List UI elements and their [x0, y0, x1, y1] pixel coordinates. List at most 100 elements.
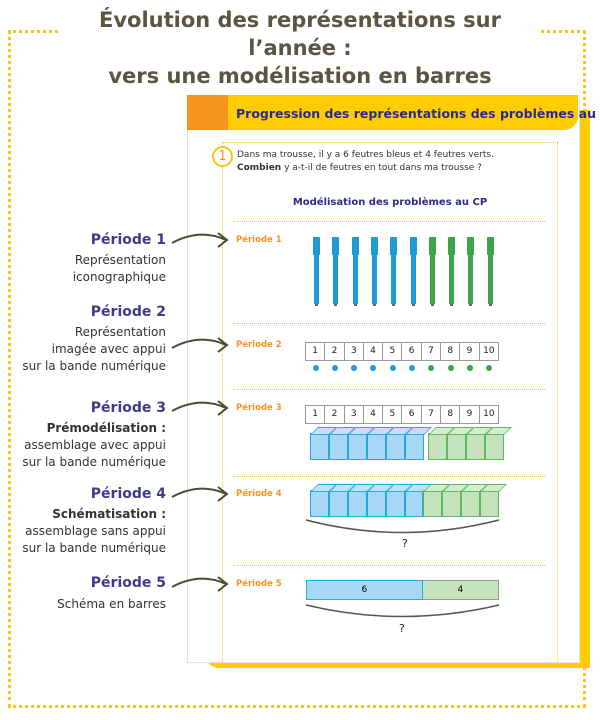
- period-label-4: Période 4: [236, 489, 282, 499]
- band-cell: 9: [459, 342, 480, 361]
- bar-green: 4: [422, 580, 499, 600]
- band-cell: 1: [305, 342, 326, 361]
- dot-icon: [486, 365, 493, 371]
- side-period-2: Période 2: [90, 304, 166, 320]
- cube: [385, 490, 405, 517]
- cube: [404, 490, 424, 517]
- period-label-1: Période 1: [236, 235, 282, 245]
- marker-icon: [351, 237, 359, 306]
- marker-icon: [448, 237, 456, 306]
- marker-icon: [409, 237, 417, 306]
- dot-icon: [370, 365, 377, 371]
- cube: [423, 490, 443, 517]
- desc-line: assemblage sans appui: [25, 524, 166, 538]
- period-label-5: Période 5: [236, 579, 282, 589]
- desc-line: Schématisation :: [52, 507, 166, 521]
- band-cell: 1: [305, 405, 326, 424]
- dot-icon: [331, 365, 338, 371]
- separator: [233, 323, 545, 324]
- band-cell: 3: [343, 405, 364, 424]
- title-line-1: Évolution des représentations sur l’anné…: [99, 8, 501, 60]
- cube: [347, 490, 367, 517]
- cube: [466, 433, 485, 460]
- marker-icon: [370, 237, 378, 306]
- band-cell: 4: [362, 405, 384, 424]
- desc-line: Représentation: [74, 325, 166, 339]
- card-header-title: Progression des représentations des prob…: [236, 106, 600, 121]
- markers-row: [313, 237, 503, 307]
- cubes-period-4: [310, 490, 500, 517]
- dot-icon: [466, 365, 473, 371]
- question-bold: Combien: [237, 163, 282, 173]
- arrow-icon: [171, 576, 229, 592]
- band-cell: 9: [459, 405, 480, 424]
- arrow-icon: [171, 232, 229, 248]
- cube: [461, 490, 481, 517]
- desc-line: Prémodélisation :: [46, 421, 166, 435]
- cube: [442, 490, 462, 517]
- model-title: Modélisation des problèmes au CP: [292, 197, 488, 208]
- band-cell: 3: [343, 342, 364, 361]
- band-cell: 7: [420, 342, 442, 361]
- marker-icon: [313, 237, 320, 306]
- side-desc-1: Représentation iconographique: [73, 252, 166, 286]
- brace-period-5: [305, 604, 500, 618]
- unknown-total-5: ?: [399, 622, 405, 635]
- dot-icon: [312, 365, 319, 371]
- cube: [310, 490, 329, 517]
- period-label-3: Période 3: [236, 403, 282, 413]
- band-cell: 8: [440, 342, 461, 361]
- dot-icon: [428, 365, 435, 371]
- period-label-2: Période 2: [236, 340, 282, 350]
- bar-model: 6 4: [306, 580, 499, 600]
- band-cell: 10: [478, 405, 499, 424]
- band-cell: 6: [401, 405, 422, 424]
- exercise-box: [222, 142, 558, 662]
- header-orange-block: [187, 95, 228, 130]
- marker-icon: [332, 237, 340, 306]
- question-line-2: Combien y a-t-il de feutres en tout dans…: [237, 163, 482, 173]
- arrow-icon: [171, 486, 229, 502]
- marker-icon: [390, 237, 398, 306]
- question-line-1: Dans ma trousse, il y a 6 feutres bleus …: [237, 150, 494, 160]
- separator: [233, 476, 545, 477]
- cube: [485, 433, 504, 460]
- cube: [366, 490, 386, 517]
- desc-line: sur la bande numérique: [22, 455, 166, 469]
- cube: [428, 433, 447, 460]
- arrow-icon: [171, 400, 229, 416]
- bar-blue: 6: [306, 580, 423, 600]
- desc-line: assemblage avec appui: [24, 438, 166, 452]
- arrow-icon: [171, 337, 229, 353]
- dots-row: [306, 365, 499, 371]
- unknown-total-4: ?: [402, 537, 408, 550]
- side-period-3: Période 3: [90, 400, 166, 416]
- page-title: Évolution des représentations sur l’anné…: [60, 6, 540, 90]
- side-period-1: Période 1: [90, 232, 166, 248]
- desc-line: Représentation: [74, 253, 166, 267]
- band-cell: 5: [382, 405, 403, 424]
- side-period-4: Période 4: [90, 486, 166, 502]
- cube: [310, 433, 329, 460]
- band-cell: 4: [362, 342, 384, 361]
- header-bar: [228, 95, 578, 130]
- dot-icon: [409, 365, 415, 371]
- cube: [405, 433, 424, 460]
- marker-icon: [467, 237, 475, 306]
- desc-line: imagée avec appui: [51, 342, 166, 356]
- brace-period-4: [305, 519, 500, 534]
- side-desc-3: Prémodélisation : assemblage avec appui su…: [22, 420, 166, 471]
- cubes-period-3: [310, 433, 504, 460]
- cube: [447, 433, 466, 460]
- side-period-5: Période 5: [90, 575, 166, 591]
- desc-line: iconographique: [72, 270, 166, 284]
- separator: [233, 221, 545, 222]
- band-cell: 2: [324, 342, 345, 361]
- desc-line: sur la bande numérique: [22, 541, 166, 555]
- side-desc-5: Schéma en barres: [57, 596, 166, 613]
- separator: [233, 565, 545, 566]
